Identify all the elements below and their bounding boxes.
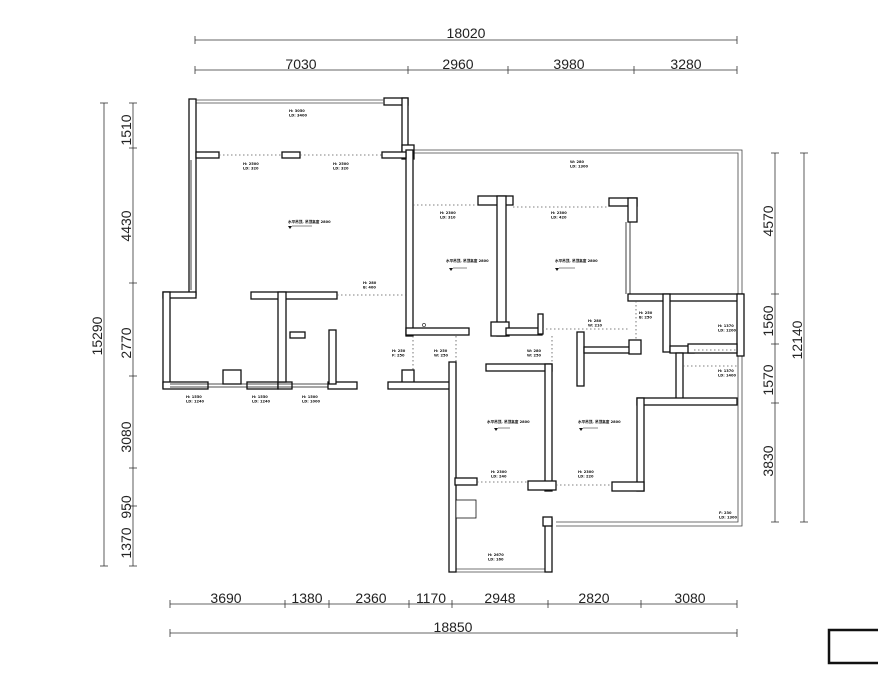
right-dimensions: 4570 1560 1570 3830 12140 xyxy=(760,152,808,523)
room-note-line: LD: 220 xyxy=(578,475,594,479)
fixture-box xyxy=(455,499,477,519)
dim-left-1: 1510 xyxy=(118,114,134,145)
dim-right-3: 1570 xyxy=(760,364,776,395)
dim-left-total: 15290 xyxy=(89,316,105,355)
column-marker xyxy=(422,323,426,327)
dim-right-4: 3830 xyxy=(760,445,776,476)
room-note-line: W: 210 xyxy=(588,324,603,328)
dim-bottom-total: 18850 xyxy=(434,619,473,635)
room-note-line: LD: 240 xyxy=(491,475,507,479)
dim-bottom-6: 2820 xyxy=(578,590,609,606)
ceiling-mark: 水平吊顶, 吊顶高度 2800 xyxy=(486,419,530,431)
room-note-line: LD: 310 xyxy=(440,216,456,220)
room-note-line: LD: 3400 xyxy=(289,114,307,118)
room-note-line: B: 250 xyxy=(639,316,652,320)
dim-bottom-5: 2948 xyxy=(484,590,515,606)
ceiling-marks: 水平吊顶, 吊顶高度 2800 水平吊顶, 吊顶高度 2800 水平吊顶, 吊顶… xyxy=(287,219,621,431)
corner-badge xyxy=(827,628,878,665)
room-note-line: LD: 1400 xyxy=(718,374,736,378)
bottom-dimensions: 3690 1380 2360 1170 2948 2820 3080 18850 xyxy=(169,590,738,637)
dim-bottom-3: 2360 xyxy=(355,590,386,606)
dim-right-1: 4570 xyxy=(760,205,776,236)
room-note-line: LD: 420 xyxy=(551,216,567,220)
dim-left-3: 2770 xyxy=(118,327,134,358)
room-note-line: LD: 320 xyxy=(243,167,259,171)
room-note-line: B: 400 xyxy=(363,286,376,290)
windows xyxy=(170,160,631,388)
dim-left-2: 4430 xyxy=(118,210,134,241)
room-note-line: LD: 1240 xyxy=(186,400,204,404)
dim-top-1: 7030 xyxy=(285,56,316,72)
dim-bottom-4: 1170 xyxy=(416,590,446,606)
svg-text:水平吊顶, 吊顶高度 2800: 水平吊顶, 吊顶高度 2800 xyxy=(445,258,489,263)
walls xyxy=(162,97,745,573)
ceiling-mark: 水平吊顶, 吊顶高度 2800 xyxy=(287,219,331,229)
dim-right-2: 1560 xyxy=(760,305,776,336)
svg-text:水平吊顶, 吊顶高度 2800: 水平吊顶, 吊顶高度 2800 xyxy=(287,219,331,224)
svg-text:水平吊顶, 吊顶高度 2800: 水平吊顶, 吊顶高度 2800 xyxy=(554,258,598,263)
dim-left-5: 950 xyxy=(118,495,134,519)
dim-top-2: 2960 xyxy=(442,56,473,72)
room-note-line: LD: 1200 xyxy=(718,329,736,333)
svg-text:水平吊顶, 吊顶高度 2800: 水平吊顶, 吊顶高度 2800 xyxy=(577,419,621,424)
balcony-outline xyxy=(196,99,743,573)
room-note-line: LD: 160 xyxy=(488,558,504,562)
openings xyxy=(219,154,737,486)
left-dimensions: 15290 1510 4430 2770 3080 950 1370 xyxy=(89,102,137,567)
room-note-line: LD: 1000 xyxy=(302,400,320,404)
top-dimensions: 18020 7030 2960 3980 3280 xyxy=(194,25,738,74)
dim-left-4: 3080 xyxy=(118,421,134,452)
room-note-line: W: 250 xyxy=(434,354,449,358)
room-note-line: F: 250 xyxy=(392,354,405,358)
room-note-line: LD: 1240 xyxy=(252,400,270,404)
room-note-line: LD: 1300 xyxy=(719,516,737,520)
dim-top-4: 3280 xyxy=(670,56,701,72)
room-note-line: W: 250 xyxy=(527,354,542,358)
ceiling-mark: 水平吊顶, 吊顶高度 2800 xyxy=(445,258,489,271)
room-note-line: LD: 320 xyxy=(333,167,349,171)
dim-bottom-1: 3690 xyxy=(210,590,241,606)
ceiling-mark: 水平吊顶, 吊顶高度 2800 xyxy=(554,258,598,271)
dim-bottom-2: 1380 xyxy=(291,590,322,606)
dim-left-6: 1370 xyxy=(118,527,134,558)
svg-text:水平吊顶, 吊顶高度 2800: 水平吊顶, 吊顶高度 2800 xyxy=(486,419,530,424)
ceiling-mark: 水平吊顶, 吊顶高度 2800 xyxy=(577,419,621,431)
dim-top-total: 18020 xyxy=(447,25,486,41)
dim-right-total: 12140 xyxy=(789,320,805,359)
room-note-line: LD: 1300 xyxy=(570,165,588,169)
dim-bottom-7: 3080 xyxy=(674,590,705,606)
dim-top-3: 3980 xyxy=(553,56,584,72)
